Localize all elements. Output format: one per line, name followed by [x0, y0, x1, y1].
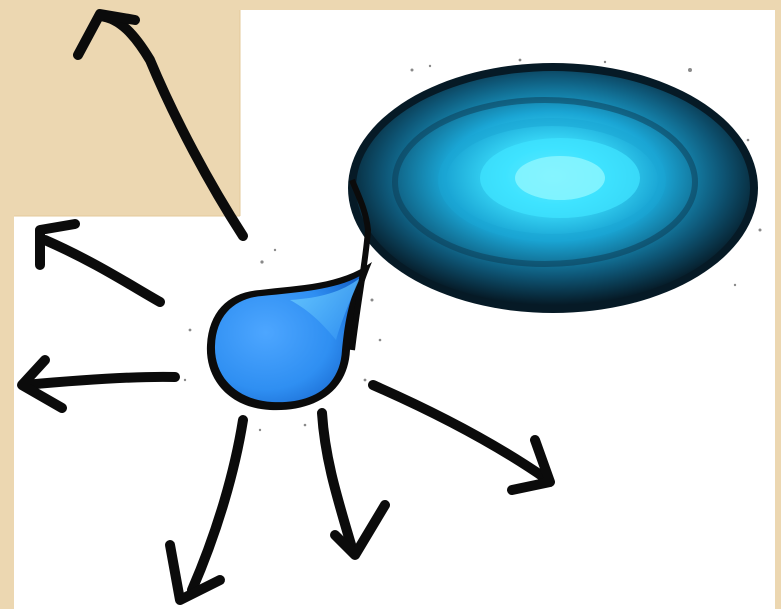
swirling-disk-icon [348, 63, 758, 313]
arrow-down-left [170, 420, 243, 600]
arrow-up-left [78, 14, 243, 236]
arrow-left-upper [40, 224, 160, 302]
arrow-down-right [373, 385, 550, 490]
arrow-down [322, 413, 385, 555]
arrow-left [22, 360, 175, 408]
